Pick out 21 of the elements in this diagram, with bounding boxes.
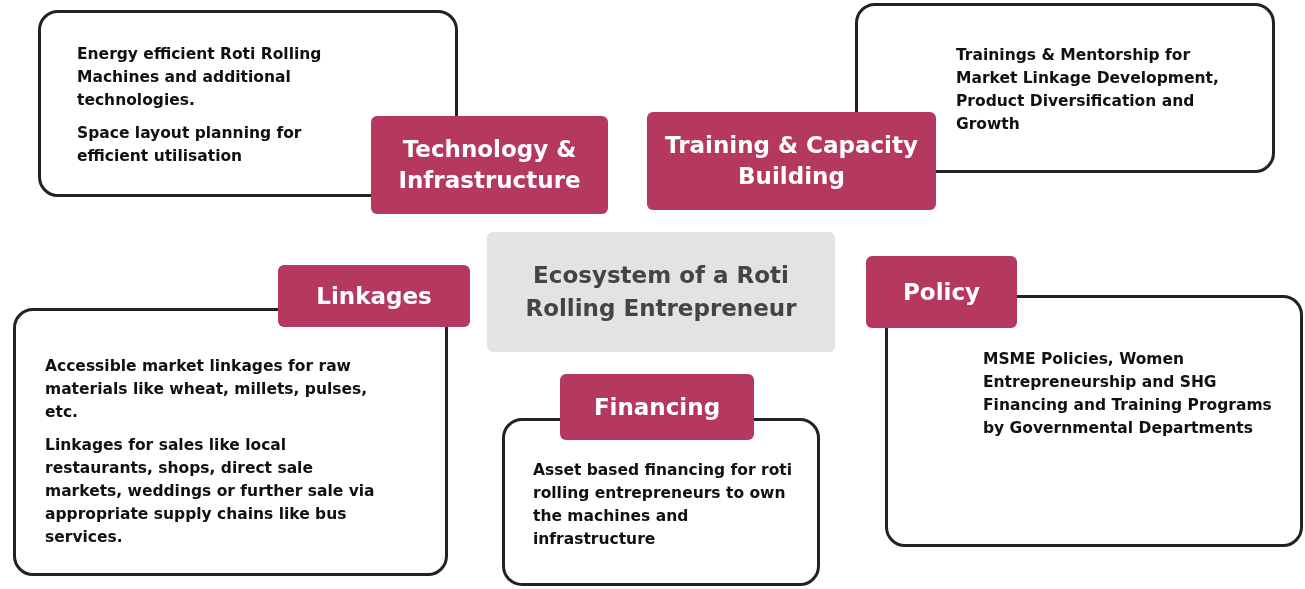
info-card xyxy=(502,418,820,586)
tag-label: Technology & Infrastructure xyxy=(397,135,582,195)
info-card xyxy=(13,308,448,576)
tag-label: Financing xyxy=(593,392,721,422)
tag-label: Training & Capacity Building xyxy=(664,131,919,191)
card-text: Asset based financing for roti rolling entrepreneurs to own the machines and infrastructure xyxy=(533,460,794,550)
card-text: Energy efficient Roti Rolling Machines and additional technologies. xyxy=(77,44,323,111)
card-text: Trainings & Mentorship for Market Linkage Development, Product Diversification and Growth xyxy=(956,45,1220,135)
card-text: Linkages for sales like local restaurants, shops, direct sale markets, weddings or further sale via appropriate supply chains like bus services. xyxy=(45,435,375,548)
center-title: Ecosystem of a Roti Rolling Entrepreneur xyxy=(524,261,798,323)
category-tag xyxy=(371,116,608,214)
card-text: Accessible market linkages for raw materials like wheat, millets, pulses, etc. xyxy=(45,356,369,423)
tag-label: Policy xyxy=(902,277,981,307)
card-text: Space layout planning for efficient utilisation xyxy=(77,123,303,167)
category-tag xyxy=(866,256,1017,328)
card-text: MSME Policies, Women Entrepreneurship and SHG Financing and Training Programs by Governmental Departments xyxy=(983,349,1273,439)
tag-label: Linkages xyxy=(316,281,432,311)
category-tag xyxy=(560,374,754,440)
center-box xyxy=(487,232,835,352)
category-tag xyxy=(647,112,936,210)
category-tag xyxy=(278,265,470,327)
